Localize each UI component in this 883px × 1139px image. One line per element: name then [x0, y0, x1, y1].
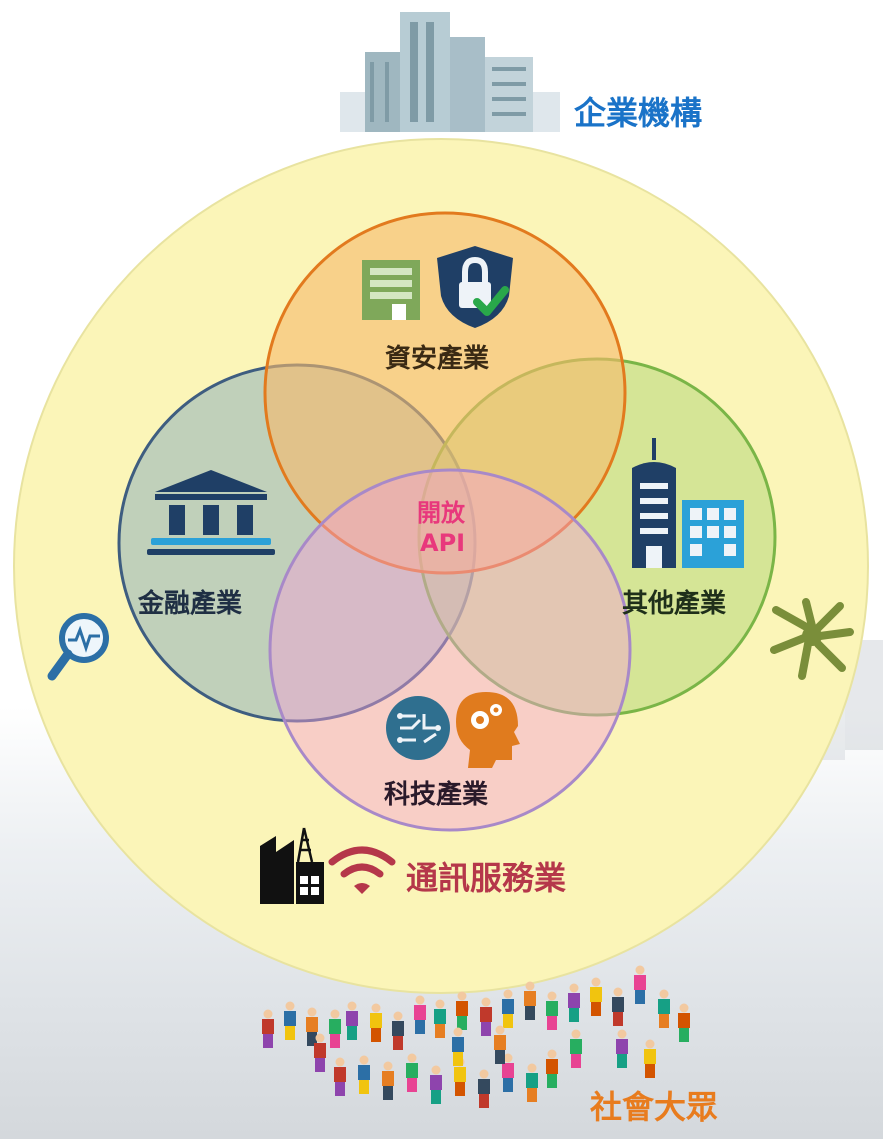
person-figure	[414, 995, 426, 1034]
magnifier-heartbeat-icon	[47, 613, 109, 681]
building-icon	[682, 500, 744, 568]
person-figure	[546, 991, 558, 1030]
person-figure	[358, 1055, 370, 1094]
person-figure	[329, 1009, 341, 1048]
person-figure	[568, 983, 580, 1022]
person-figure	[526, 1063, 538, 1102]
skyscraper-icon	[632, 438, 676, 568]
person-figure	[634, 965, 646, 1004]
person-figure	[502, 989, 514, 1028]
person-figure	[456, 991, 468, 1030]
person-figure	[480, 997, 492, 1036]
society-label: 社會大眾	[590, 1088, 719, 1126]
factory-tower-icon	[260, 827, 324, 904]
person-figure	[644, 1039, 656, 1078]
person-figure	[524, 981, 536, 1020]
person-figure	[406, 1053, 418, 1092]
office-buildings-icon	[340, 12, 560, 132]
person-figure	[546, 1049, 558, 1088]
security-shield-icon	[437, 246, 513, 328]
person-figure	[478, 1069, 490, 1108]
document-form-icon	[362, 260, 420, 320]
person-figure	[658, 989, 670, 1028]
person-figure	[434, 999, 446, 1038]
gear-head-icon	[456, 692, 520, 768]
wifi-icon	[328, 846, 396, 894]
person-figure	[392, 1011, 404, 1050]
bank-icon	[147, 470, 275, 555]
person-figure	[334, 1057, 346, 1096]
person-figure	[306, 1007, 318, 1046]
enterprise-label: 企業機構	[574, 94, 703, 132]
person-figure	[502, 1053, 514, 1092]
person-figure	[430, 1065, 442, 1104]
center-label-line2: API	[420, 529, 466, 557]
person-figure	[494, 1025, 506, 1064]
tech-circle	[268, 468, 632, 832]
person-figure	[452, 1027, 464, 1066]
person-figure	[370, 1003, 382, 1042]
security-industry-label: 資安產業	[385, 344, 490, 374]
circuit-head-icon	[386, 696, 450, 760]
person-figure	[346, 1001, 358, 1040]
crowd-of-people-icon	[262, 965, 690, 1108]
security-circle	[263, 211, 627, 575]
person-figure	[616, 1029, 628, 1068]
tech-industry-label: 科技產業	[384, 780, 489, 810]
person-figure	[612, 987, 624, 1026]
telecom-label: 通訊服務業	[406, 859, 567, 897]
person-figure	[314, 1033, 326, 1072]
other-industry-label: 其他產業	[622, 589, 727, 619]
person-figure	[382, 1061, 394, 1100]
person-figure	[262, 1009, 274, 1048]
person-figure	[284, 1001, 296, 1040]
person-figure	[570, 1029, 582, 1068]
person-figure	[590, 977, 602, 1016]
finance-industry-label: 金融產業	[138, 589, 243, 619]
center-label-line1: 開放	[417, 499, 465, 527]
person-figure	[678, 1003, 690, 1042]
hands-collaboration-icon	[770, 598, 854, 680]
